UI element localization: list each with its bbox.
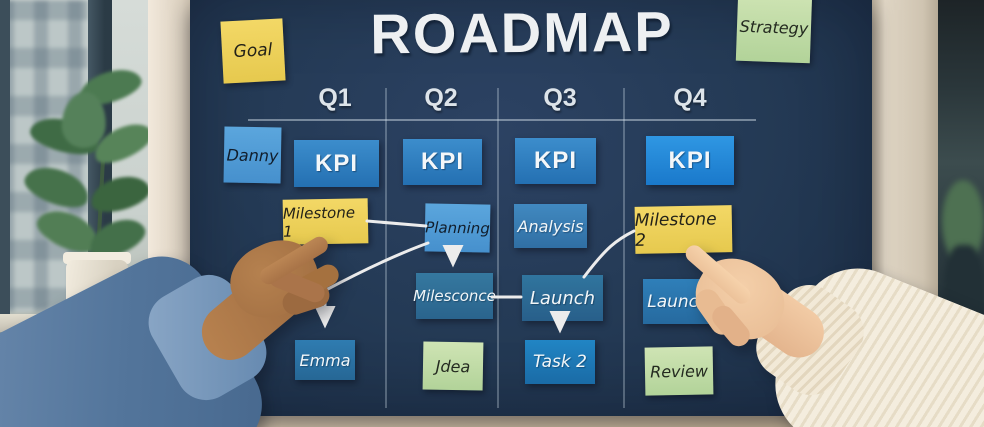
column-divider — [623, 88, 625, 408]
roadmap-board: ROADMAP Q1 Q2 Q3 Q4 Goal Strategy Danny … — [190, 0, 872, 416]
column-header-q1: Q1 — [318, 84, 352, 112]
header-divider-line — [248, 119, 756, 121]
column-divider — [497, 88, 499, 408]
sticky-note-planning: Planning — [424, 203, 491, 253]
card-launch-q3: Launch — [522, 275, 603, 321]
card-analysis: Analysis — [514, 204, 587, 248]
column-header-q4: Q4 — [673, 84, 707, 112]
wall-below-sill — [0, 332, 152, 427]
window-frame-bar — [0, 0, 10, 427]
column-header-q2: Q2 — [424, 84, 458, 112]
office-desk — [938, 328, 984, 348]
card-launch-q4: Launch — [643, 279, 713, 324]
column-header-q3: Q3 — [543, 84, 577, 112]
card-milesconce: Milesconce — [413, 273, 496, 319]
card-emma: Emma — [295, 340, 355, 380]
board-frame-left — [148, 0, 196, 427]
column-divider — [385, 88, 387, 408]
kpi-card-q1: KPI — [294, 140, 379, 187]
sticky-note-jdea: Jdea — [422, 341, 484, 391]
sticky-note-milestone-2: Milestone 2 — [634, 205, 733, 254]
window-sill — [0, 314, 152, 332]
kpi-card-q4: KPI — [646, 136, 734, 185]
sticky-note-milestone-1: Milestone 1 — [282, 198, 369, 245]
card-task-2: Task 2 — [525, 340, 595, 384]
office-chair — [944, 245, 984, 340]
sticky-note-goal: Goal — [220, 18, 286, 84]
kpi-card-q2: KPI — [403, 139, 482, 185]
kpi-card-q3: KPI — [515, 138, 596, 184]
plant-pot — [66, 260, 128, 318]
office-background — [938, 0, 984, 427]
board-title: ROADMAP — [370, 0, 674, 66]
window — [0, 0, 158, 427]
sticky-note-danny: Danny — [223, 126, 282, 184]
sticky-note-strategy: Strategy — [735, 0, 813, 64]
board-frame-right — [866, 0, 942, 427]
sticky-note-review: Review — [644, 346, 714, 396]
